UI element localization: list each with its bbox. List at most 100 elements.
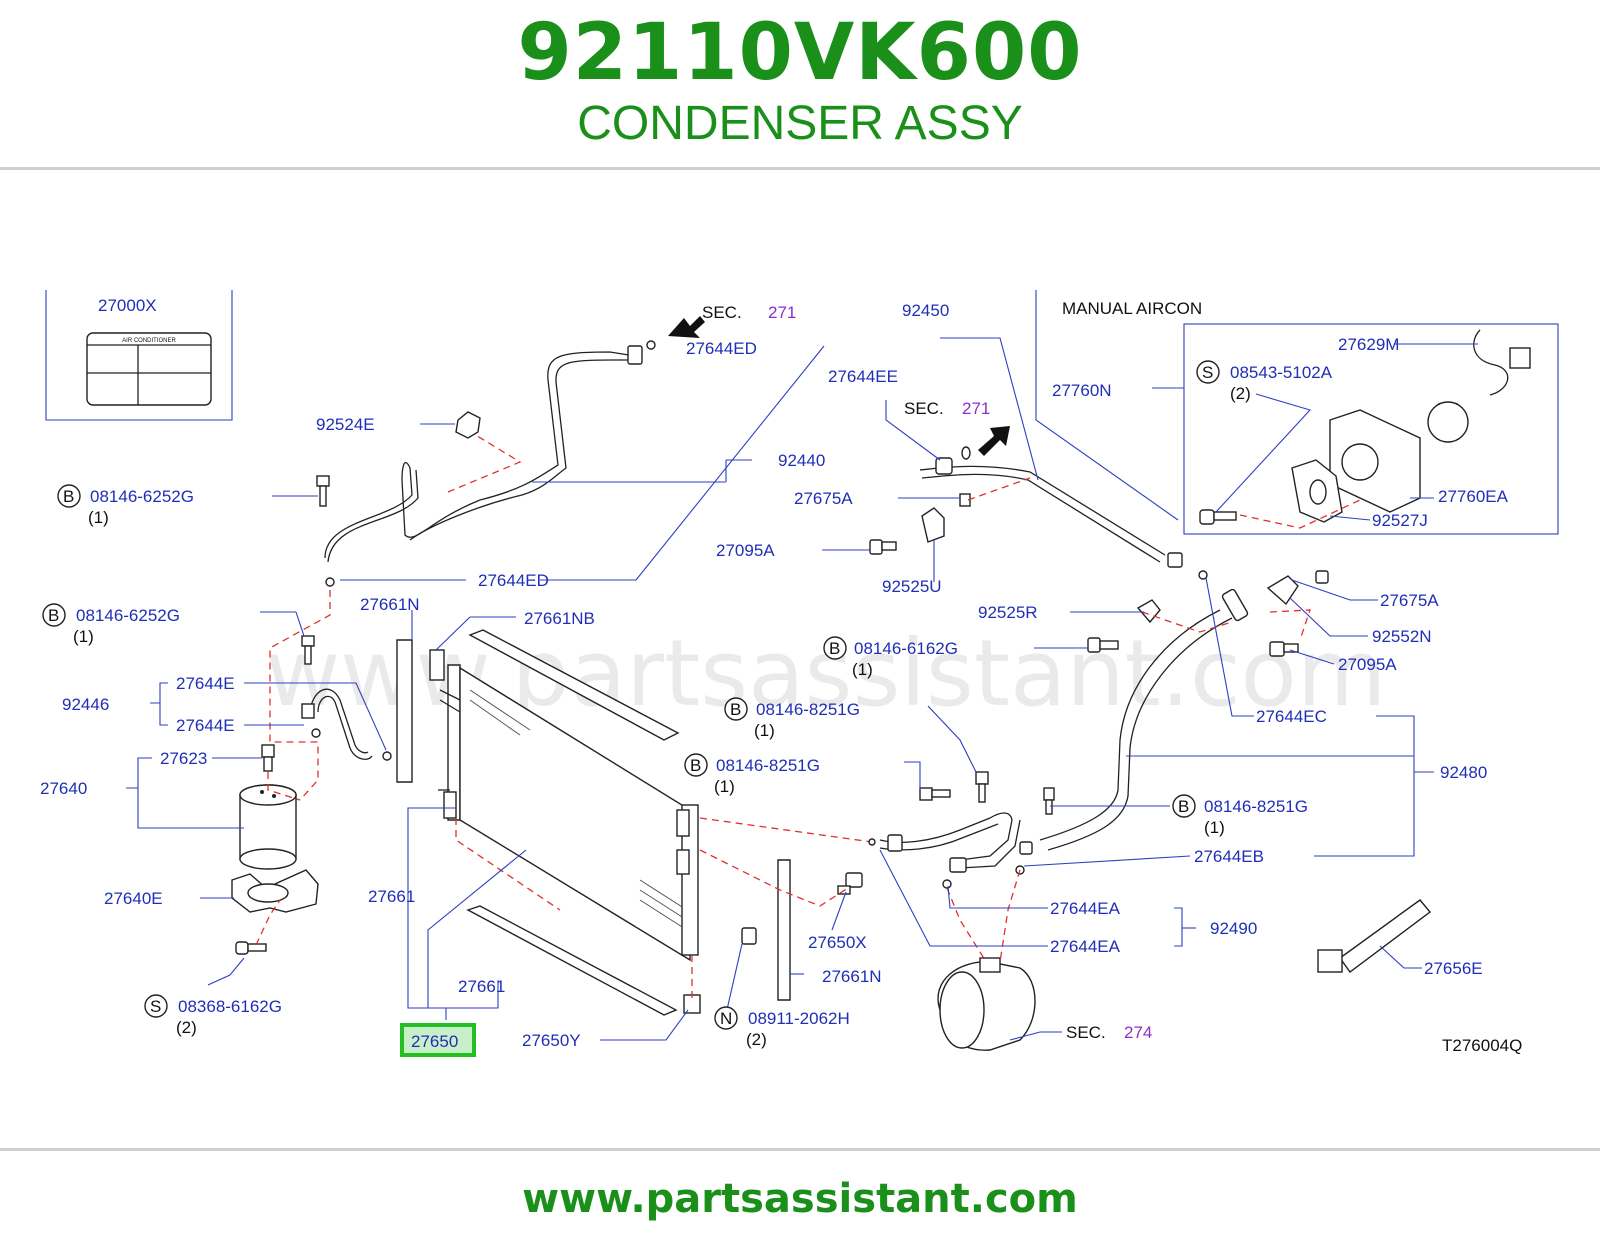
seal-27661N-left xyxy=(396,639,413,783)
compressor-sec-274 xyxy=(937,957,1036,1051)
sec-271-top: 271 xyxy=(768,303,796,322)
callout-s-2-letter: S xyxy=(1202,363,1213,382)
label-08543-5102A: 08543-5102A xyxy=(1230,363,1333,382)
bolt-08146-8251G-b xyxy=(975,771,989,803)
label-08146-6252G-1: 08146-6252G xyxy=(90,487,194,506)
o-ring xyxy=(646,340,656,350)
part-name-subtitle: CONDENSER ASSY xyxy=(577,97,1023,150)
label-92552N: 92552N xyxy=(1372,627,1432,646)
solenoid-27760EA xyxy=(1329,401,1469,513)
label-08146-6252G-2: 08146-6252G xyxy=(76,606,180,625)
qty-1-d: (1) xyxy=(714,777,735,796)
label-27623: 27623 xyxy=(160,749,207,768)
highlighted-part-box[interactable] xyxy=(400,1023,476,1057)
label-27644EC: 27644EC xyxy=(1256,707,1327,726)
pipe-92440 xyxy=(324,351,636,559)
nut-08911-2062H xyxy=(741,927,757,945)
label-27644E-1: 27644E xyxy=(176,674,235,693)
harness-27629M xyxy=(1473,329,1531,396)
label-92490: 92490 xyxy=(1210,919,1257,938)
label-27661-a: 27661 xyxy=(368,887,415,906)
callout-b-1-letter: B xyxy=(63,487,74,506)
callout-b-5 xyxy=(823,636,847,660)
screw-08543-5102A xyxy=(1199,509,1237,525)
callout-b-3-letter: B xyxy=(730,700,741,719)
label-27760N: 27760N xyxy=(1052,381,1112,400)
label-27675A-2: 27675A xyxy=(1380,591,1439,610)
callout-s-1-letter: S xyxy=(150,997,161,1016)
callout-b-4 xyxy=(684,753,708,777)
label-card-title: AIR CONDITIONER xyxy=(122,338,176,344)
label-27650X: 27650X xyxy=(808,933,867,952)
footer-divider xyxy=(0,1148,1600,1151)
pipe-92490 xyxy=(879,812,1013,861)
label-27644ED-top: 27644ED xyxy=(686,339,757,358)
leader-lines xyxy=(126,337,1478,1041)
sensor-27623 xyxy=(261,744,275,772)
qty-2-a: (2) xyxy=(176,1018,197,1037)
part-number-title: 92110VK600 xyxy=(517,8,1083,98)
label-92524E: 92524E xyxy=(316,415,375,434)
label-27661-b: 27661 xyxy=(458,977,505,996)
qty-2-c: (2) xyxy=(1230,384,1251,403)
label-27644E-2: 27644E xyxy=(176,716,235,735)
bolt-27095A xyxy=(869,539,897,555)
ac-label-card xyxy=(86,332,212,406)
label-card-frame xyxy=(45,290,233,421)
clamp-92525U xyxy=(921,507,945,543)
seal-27661N-right xyxy=(777,859,791,1001)
label-27650-highlighted[interactable]: 27650 xyxy=(411,1032,458,1051)
bolt-27675A xyxy=(959,493,971,507)
direction-arrow-sec-271 xyxy=(668,316,705,338)
callout-b-3 xyxy=(724,697,748,721)
bracket-27640E xyxy=(231,869,319,913)
sec-label-bottom: SEC. xyxy=(1066,1023,1106,1042)
pipe-92480 xyxy=(1039,609,1221,841)
bolt-08146-8251G-a xyxy=(919,787,951,801)
label-27650Y: 27650Y xyxy=(522,1031,581,1050)
callout-b-2 xyxy=(42,603,66,627)
callout-b-4-letter: B xyxy=(690,756,701,775)
label-27640E: 27640E xyxy=(104,889,163,908)
bracket-92552N xyxy=(1266,575,1299,606)
pipe-92446 xyxy=(309,688,369,754)
label-92440: 92440 xyxy=(778,451,825,470)
condenser-core-27650 xyxy=(439,664,699,962)
label-27760EA: 27760EA xyxy=(1438,487,1509,506)
qty-1-b: (1) xyxy=(73,627,94,646)
callout-n xyxy=(714,1006,738,1030)
sec-274: 274 xyxy=(1124,1023,1152,1042)
qty-1-f: (1) xyxy=(1204,818,1225,837)
callout-s-1 xyxy=(144,994,168,1018)
label-27000X: 27000X xyxy=(98,296,157,315)
label-08146-8251G-1: 08146-8251G xyxy=(756,700,860,719)
qty-1-c: (1) xyxy=(754,721,775,740)
label-27095A-2: 27095A xyxy=(1338,655,1397,674)
callout-n-letter: N xyxy=(720,1009,732,1028)
pressure-switch-27650X xyxy=(837,872,863,895)
callout-b-5-letter: B xyxy=(829,639,840,658)
label-27644ED-mid: 27644ED xyxy=(478,571,549,590)
bolt-27095A-right xyxy=(1269,641,1299,657)
label-27644EE: 27644EE xyxy=(828,367,898,386)
callout-s-2 xyxy=(1196,360,1220,384)
label-08146-8251G-3: 08146-8251G xyxy=(1204,797,1308,816)
label-92480: 92480 xyxy=(1440,763,1487,782)
label-27629M: 27629M xyxy=(1338,335,1399,354)
label-27640: 27640 xyxy=(40,779,87,798)
bolt-08146-6162G xyxy=(1087,637,1119,653)
label-92525U: 92525U xyxy=(882,577,942,596)
qty-1-a: (1) xyxy=(88,508,109,527)
manual-aircon-frame xyxy=(1035,290,1179,521)
strap-27656E xyxy=(1317,899,1432,973)
callout-b-6-letter: B xyxy=(1178,797,1189,816)
sec-271-mid: 271 xyxy=(962,399,990,418)
label-27644EA-2: 27644EA xyxy=(1050,937,1121,956)
header-divider xyxy=(0,167,1600,170)
diagram-code: T276004Q xyxy=(1442,1036,1522,1055)
label-27661N-top: 27661N xyxy=(360,595,420,614)
bolt-08146-8251G-right xyxy=(1043,787,1055,815)
label-27675A-1: 27675A xyxy=(794,489,853,508)
seal-27661-lower xyxy=(466,905,678,1016)
label-08368-6162G: 08368-6162G xyxy=(178,997,282,1016)
